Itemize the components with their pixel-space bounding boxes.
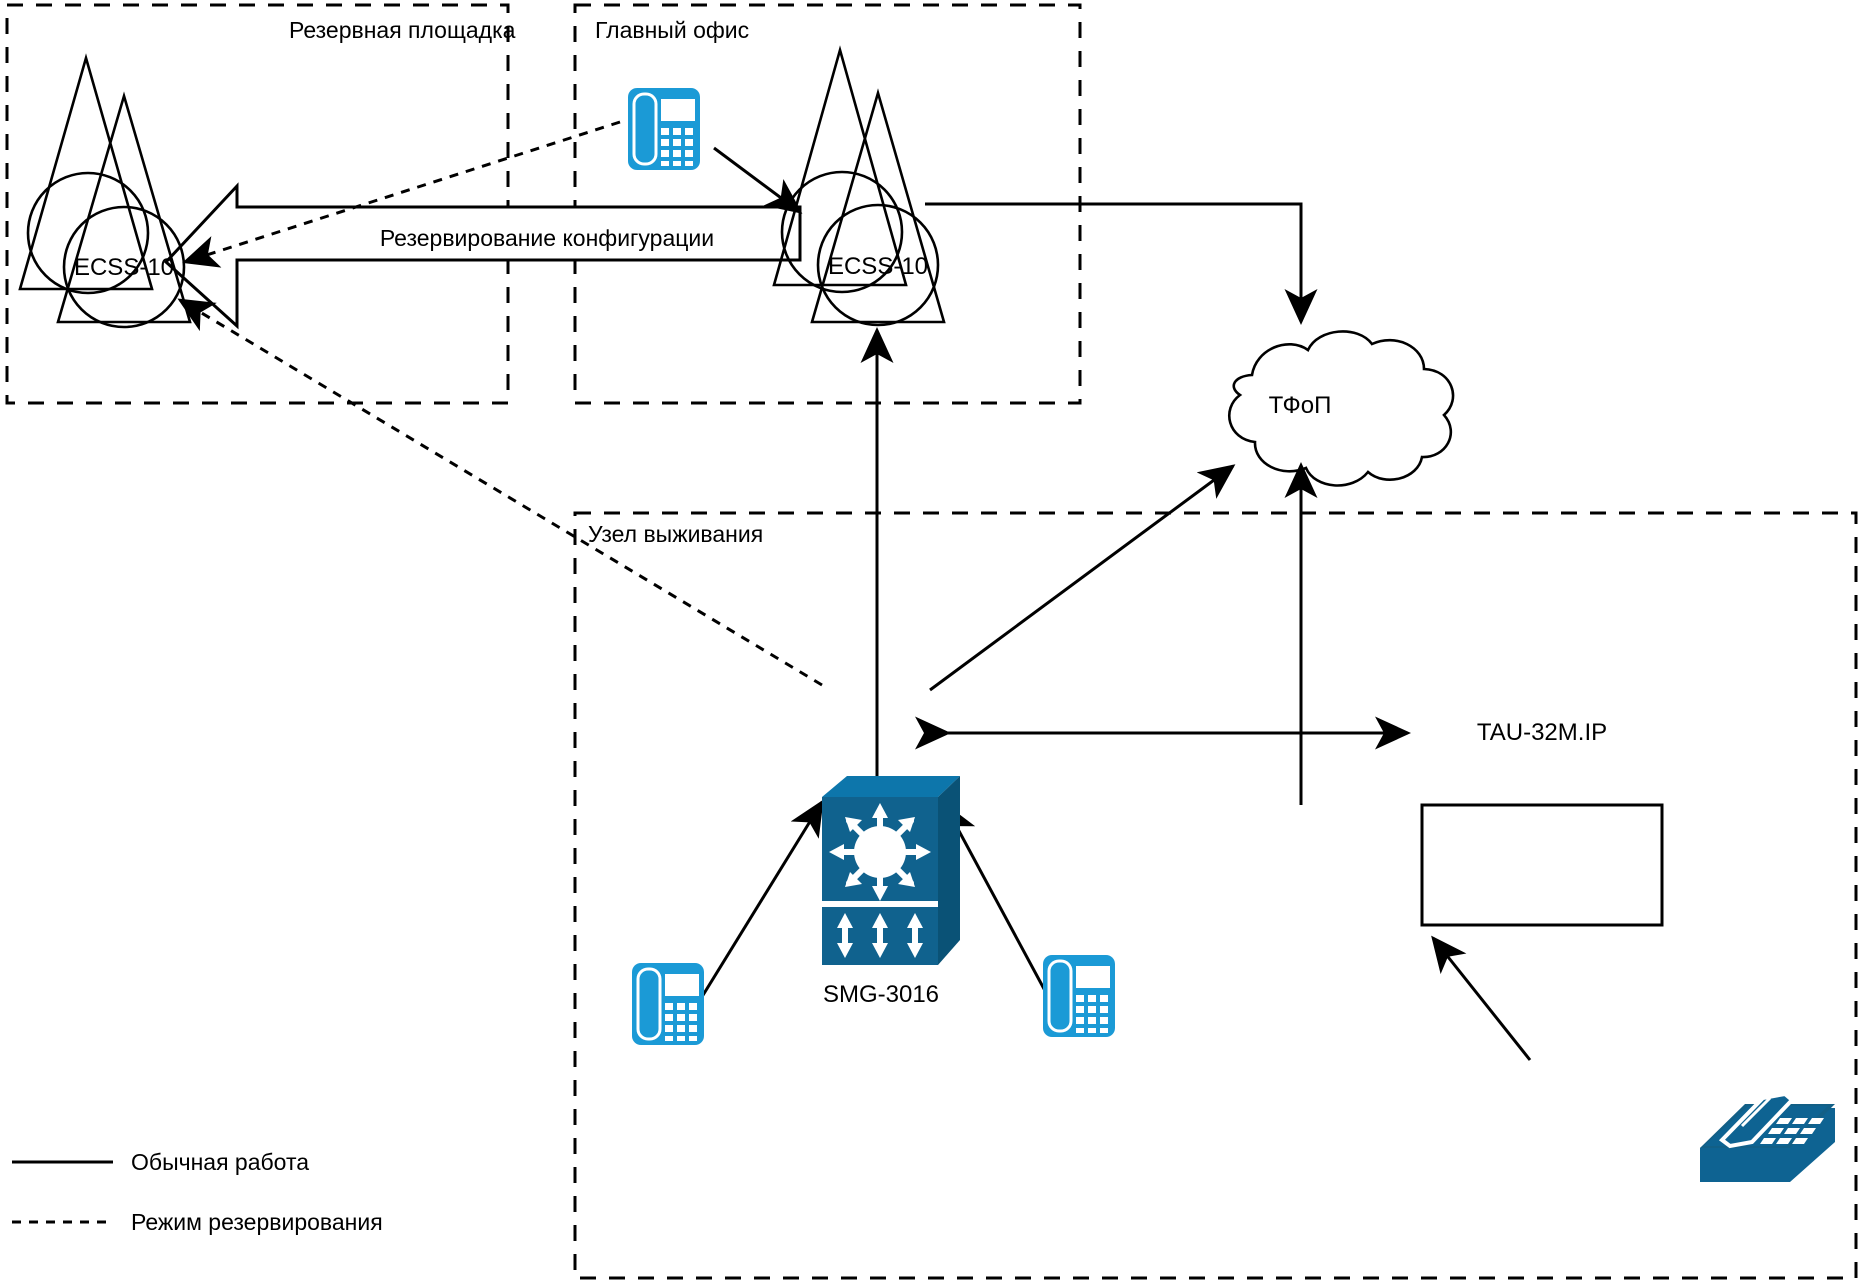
node-smg-label: SMG-3016 [823, 981, 939, 1008]
legend [12, 1160, 113, 1224]
link-analog-phone-to-tau [1431, 935, 1532, 1061]
link-smg-to-pstn [929, 464, 1236, 692]
legend-label-redundancy: Режим резервирования [131, 1209, 383, 1235]
link-phone-main-to-ecss [713, 146, 803, 214]
ip-phone-icon [628, 88, 700, 170]
node-ecss-backup-label: ECSS-10 [74, 254, 174, 281]
node-pstn-cloud-label: ТФоП [1269, 392, 1332, 419]
link-phone-right-to-smg [943, 802, 1052, 1001]
node-tau [1420, 803, 1664, 927]
node-tau-label: TAU-32M.IP [1477, 719, 1607, 746]
node-ecss-main [772, 45, 946, 327]
network-switch-icon [822, 776, 960, 965]
node-ecss-main-label: ECSS-10 [828, 253, 928, 280]
zone-main-office [573, 3, 1082, 405]
analog-phone-icon [1292, 1091, 1835, 1182]
node-pstn-cloud [1227, 330, 1455, 487]
link-phone-main-to-ecss-backup-dashed [182, 120, 621, 268]
zone-backup-site [5, 3, 510, 405]
link-config-replication-label: Резервирование конфигурации [380, 225, 714, 251]
legend-label-normal: Обычная работа [131, 1149, 309, 1175]
zone-main-office-label: Главный офис [595, 17, 749, 43]
zone-survival-node-label: Узел выживания [588, 521, 763, 547]
node-ecss-backup [18, 53, 192, 329]
zone-backup-site-label: Резервная площадка [289, 17, 516, 43]
link-smg-to-ecss-backup-dashed [177, 298, 823, 687]
link-config-replication [163, 182, 802, 330]
link-phone-left-to-smg [698, 799, 824, 1001]
ip-phone-icon [1043, 955, 1115, 1037]
ip-phone-icon [632, 963, 704, 1045]
zone-survival-node [573, 511, 1858, 1280]
link-ecss-main-to-pstn [925, 202, 1318, 325]
